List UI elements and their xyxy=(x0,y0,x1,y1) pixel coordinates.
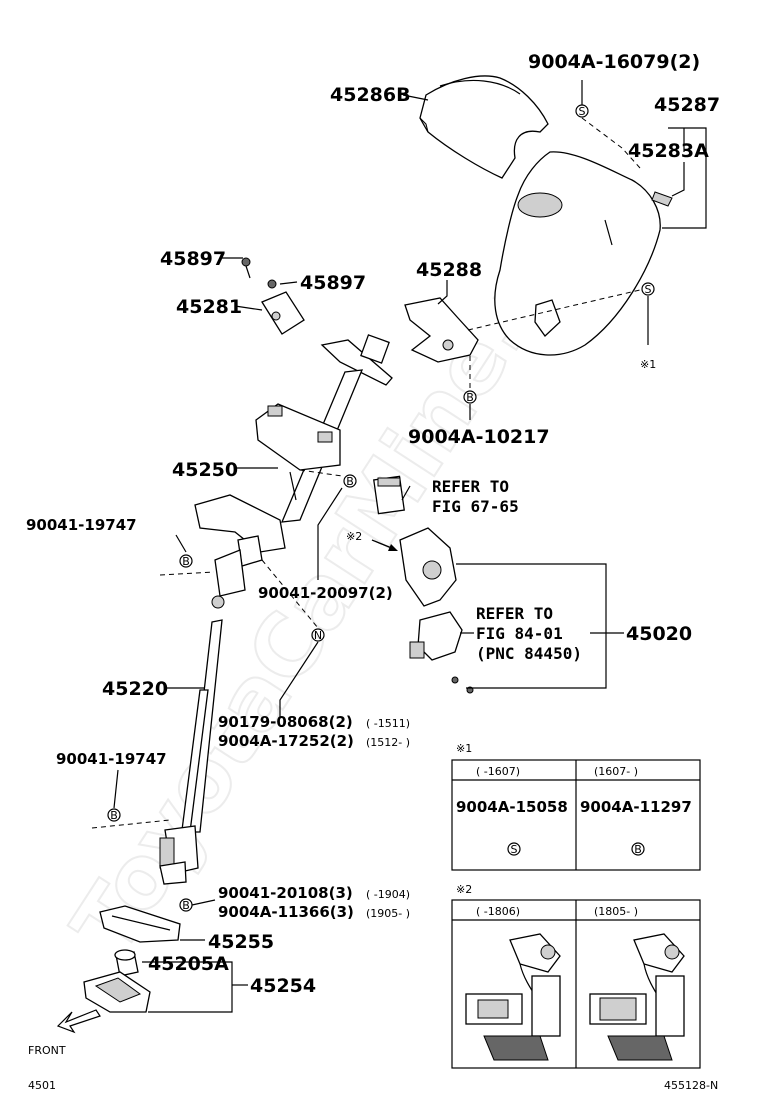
note2-arrow-marker: ※2 xyxy=(346,530,362,543)
symbol-n-1: N xyxy=(314,629,322,642)
label-45288[interactable]: 45288 xyxy=(416,259,482,281)
table1-col2-part[interactable]: 9004A-11297 xyxy=(580,798,692,816)
ignition-parts-drawing xyxy=(373,475,474,694)
label-45897-b[interactable]: 45897 xyxy=(300,272,366,294)
refer-fig84-line2[interactable]: FIG 84-01 xyxy=(476,624,563,643)
label-90041-20108[interactable]: 90041-20108(3) xyxy=(218,884,353,902)
clamp-45281-drawing xyxy=(241,257,305,335)
label-45020[interactable]: 45020 xyxy=(626,623,692,645)
symbol-s-1: S xyxy=(579,105,586,118)
label-45220[interactable]: 45220 xyxy=(102,678,168,700)
table-note1: ※1 ( -1607) (1607- ) 9004A-15058 9004A-1… xyxy=(451,742,701,871)
label-45283A[interactable]: 45283A xyxy=(628,140,709,162)
intermediate-shaft-45220-drawing xyxy=(159,619,223,885)
symbol-b-5: B xyxy=(182,899,190,912)
symbol-b-1: B xyxy=(466,391,474,404)
bracket-45288-drawing xyxy=(404,297,479,363)
label-90041-19747-b[interactable]: 90041-19747 xyxy=(56,750,167,768)
upper-column-cover-drawing xyxy=(419,75,549,179)
symbol-b-4: B xyxy=(110,809,118,822)
table1-col1-range: ( -1607) xyxy=(476,765,520,778)
label-45287[interactable]: 45287 xyxy=(654,94,720,116)
front-label: FRONT xyxy=(28,1044,66,1057)
table2-marker: ※2 xyxy=(456,883,472,896)
label-45250[interactable]: 45250 xyxy=(172,459,238,481)
table2-col2-drawing xyxy=(589,933,685,1061)
note2-arrow xyxy=(371,539,398,551)
table2-col1-range: ( -1806) xyxy=(476,905,520,918)
boot-parts-drawing xyxy=(83,905,181,1013)
refer-fig84-line1[interactable]: REFER TO xyxy=(476,604,553,623)
label-9004A-10217[interactable]: 9004A-10217 xyxy=(408,426,550,448)
table1-col1-symbol: S xyxy=(511,843,518,856)
steering-column-45250-drawing xyxy=(194,334,393,609)
figure-code: 455128-N xyxy=(664,1079,718,1092)
symbol-s-2: S xyxy=(645,283,652,296)
symbol-b-3: B xyxy=(182,555,190,568)
label-90041-20097[interactable]: 90041-20097(2) xyxy=(258,584,393,602)
refer-fig67-line2[interactable]: FIG 67-65 xyxy=(432,497,519,516)
table2-col1-drawing xyxy=(465,933,561,1061)
label-45254[interactable]: 45254 xyxy=(250,975,316,997)
label-45897-a[interactable]: 45897 xyxy=(160,248,226,270)
label-9004A-16079[interactable]: 9004A-16079(2) xyxy=(528,51,700,73)
table1-col2-range: (1607- ) xyxy=(594,765,638,778)
label-90041-19747-a[interactable]: 90041-19747 xyxy=(26,516,137,534)
label-90179-08068-range: ( -1511) xyxy=(366,717,410,730)
label-90179-08068[interactable]: 90179-08068(2) xyxy=(218,713,353,731)
leader-lines xyxy=(91,80,707,1013)
label-9004A-17252[interactable]: 9004A-17252(2) xyxy=(218,732,354,750)
label-45281[interactable]: 45281 xyxy=(176,296,242,318)
label-9004A-11366-range: (1905- ) xyxy=(366,907,410,920)
label-45205A[interactable]: 45205A xyxy=(148,953,229,975)
refer-fig84-line3[interactable]: (PNC 84450) xyxy=(476,644,582,663)
label-9004A-17252-range: (1512- ) xyxy=(366,736,410,749)
table1-marker: ※1 xyxy=(456,742,472,755)
label-45255[interactable]: 45255 xyxy=(208,931,274,953)
table1-col2-symbol: B xyxy=(634,843,642,856)
table2-col2-range: (1805- ) xyxy=(594,905,638,918)
label-45286B[interactable]: 45286B xyxy=(330,84,411,106)
fastener-symbols: S S B B B N B B xyxy=(107,104,655,912)
label-90041-20108-range: ( -1904) xyxy=(366,888,410,901)
page-number: 4501 xyxy=(28,1079,56,1092)
note1-marker: ※1 xyxy=(640,358,656,371)
lower-column-cover-drawing xyxy=(494,151,673,356)
symbol-b-2: B xyxy=(346,475,354,488)
table1-col1-part[interactable]: 9004A-15058 xyxy=(456,798,568,816)
label-9004A-11366[interactable]: 9004A-11366(3) xyxy=(218,903,354,921)
front-arrow-icon xyxy=(56,1009,101,1034)
table-note2: ※2 ( -1806) (1805- ) xyxy=(451,883,701,1069)
refer-fig67-line1[interactable]: REFER TO xyxy=(432,477,509,496)
